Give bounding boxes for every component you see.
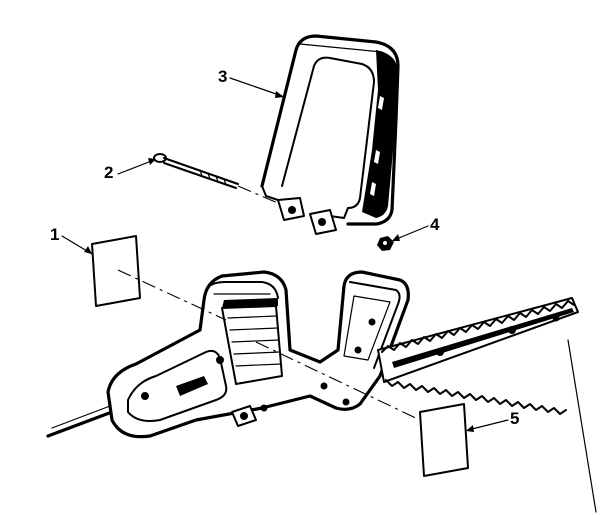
cutting-blade (377, 297, 579, 415)
front-handle-guard (260, 34, 400, 226)
leader-lines (61, 77, 509, 432)
nut-part (377, 236, 394, 251)
label-decal-5 (419, 403, 469, 477)
callout-5: 5 (510, 409, 519, 428)
label-decal-1 (91, 235, 141, 307)
trimmer-body (46, 270, 410, 439)
bolt-part (153, 153, 239, 189)
edge-line (567, 339, 597, 513)
callout-2: 2 (104, 163, 113, 182)
assembly-lines (117, 185, 421, 421)
callout-4: 4 (430, 215, 440, 234)
mounting-block-right (309, 209, 337, 235)
callout-3: 3 (218, 67, 227, 86)
callout-1: 1 (50, 225, 59, 244)
mounting-block-left (277, 197, 305, 221)
